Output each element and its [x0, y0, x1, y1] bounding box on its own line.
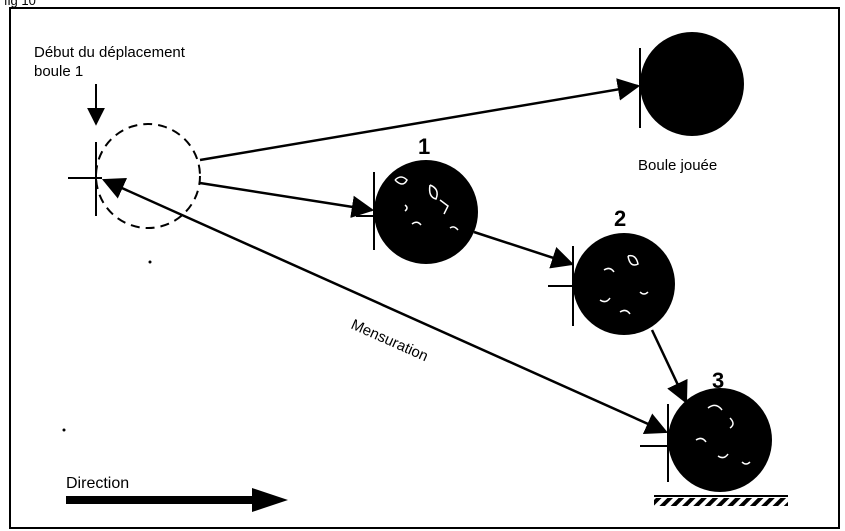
ball-2 — [573, 233, 675, 335]
figure-frame — [9, 7, 840, 529]
start-position-circle — [95, 123, 201, 229]
speck-mark — [148, 260, 152, 264]
played-ball — [640, 32, 744, 136]
direction-arrow-shaft — [66, 496, 254, 504]
ball-3-texture — [695, 404, 751, 465]
ground-hatch — [654, 498, 788, 506]
trajectory-ball-2-to-3 — [650, 329, 688, 405]
trajectory-to-played-ball — [199, 78, 641, 162]
ball-1 — [374, 160, 478, 264]
measurement-label: Mensuration — [348, 316, 430, 365]
direction-arrow-head — [252, 488, 288, 512]
figure-caption: fig 10 — [4, 0, 36, 8]
ball-3 — [668, 388, 772, 492]
ball-1-number: 1 — [418, 134, 430, 159]
start-label-line1: Début du déplacement — [34, 44, 186, 61]
trajectory-ball-1-to-2 — [473, 230, 575, 269]
start-label-line2: boule 1 — [34, 63, 83, 80]
ball-3-number: 3 — [712, 368, 724, 393]
trajectory-to-ball-1 — [199, 181, 375, 218]
measurement-arrow — [101, 178, 669, 434]
played-ball-label: Boule jouée — [638, 157, 717, 174]
direction-label: Direction — [66, 475, 129, 492]
speck-mark — [62, 428, 66, 432]
ball-2-number: 2 — [614, 206, 626, 231]
